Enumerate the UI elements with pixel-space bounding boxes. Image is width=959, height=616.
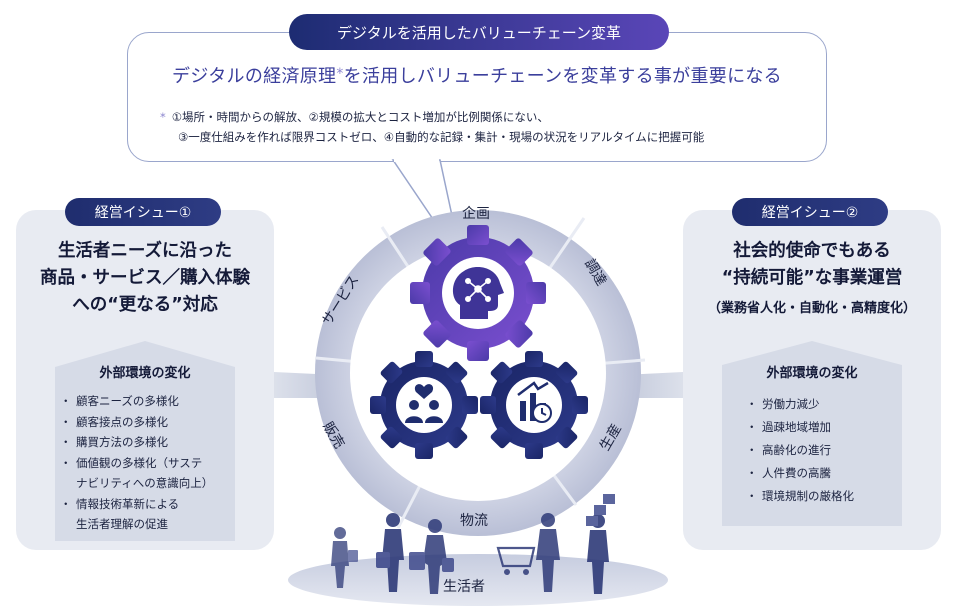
left-title-line: への“更なる”対応 [72,295,218,315]
right-title-line: 社会的使命でもある [733,241,891,261]
ring-label-logistics: 物流 [460,513,488,529]
right-issue-subtitle: （業務省人化・自動化・高精度化） [707,301,916,316]
callout-footnote: * ①場所・時間からの解放、②規模の拡大とコスト増加が比例関係にない、 ③一度仕組… [160,107,704,147]
right-title-line: “持続可能”な事業運営 [721,268,903,288]
left-issue-tab: 経営イシュー① [65,198,221,226]
list-item: 購買方法の多様化 [60,432,234,453]
headline-part-1: デジタルの経済原理 [172,66,337,87]
right-environment-list: 労働力減少 過疎地域増加 高齢化の進行 人件費の高騰 環境規制の厳格化 [746,393,900,508]
list-item: 労働力減少 [746,393,900,416]
gear-ai-icon [410,225,546,361]
list-item: 環境規制の厳格化 [746,485,900,508]
list-item: 顧客接点の多様化 [60,412,234,433]
footnote-text-1: ①場所・時間からの解放、②規模の拡大とコスト増加が比例関係にない、 [171,110,549,124]
right-issue-tab: 経営イシュー② [732,198,888,226]
value-chain-callout [127,32,827,162]
list-item: 過疎地域増加 [746,416,900,439]
list-item: 顧客ニーズの多様化 [60,391,234,412]
list-item: 情報技術革新による 生活者理解の促進 [60,494,234,535]
footnote-asterisk: * [160,110,166,124]
list-item: 人件費の高騰 [746,462,900,485]
left-environment-title: 外部環境の変化 [99,366,191,381]
footnote-line-1: * ①場所・時間からの解放、②規模の拡大とコスト増加が比例関係にない、 [160,107,704,127]
list-item: 価値観の多様化（サステ ナビリティへの意識向上） [60,453,234,494]
left-title-line: 生活者ニーズに沿った [57,241,233,261]
headline-part-2: を活用しバリューチェーンを変革する事が重要になる [343,66,782,87]
gear-people-icon [370,351,478,459]
callout-headline: デジタルの経済原理*を活用しバリューチェーンを変革する事が重要になる [127,62,827,88]
left-title-line: 商品・サービス／購入体験 [40,268,250,288]
callout-title: デジタルを活用したバリューチェーン変革 [289,14,669,50]
headline-asterisk: * [336,66,344,82]
right-environment-title: 外部環境の変化 [766,366,858,381]
ring-label-planning: 企画 [462,206,490,222]
consumer-figures [331,494,615,594]
gear-growth-icon [480,351,588,459]
left-issue-title: 生活者ニーズに沿った 商品・サービス／購入体験 への“更なる”対応 [16,238,274,319]
consumer-label: 生活者 [443,579,485,595]
right-issue-title: 社会的使命でもある “持続可能”な事業運営 [683,238,941,292]
left-environment-list: 顧客ニーズの多様化 顧客接点の多様化 購買方法の多様化 価値観の多様化（サステ … [60,391,234,535]
footnote-line-2: ③一度仕組みを作れば限界コストゼロ、④自動的な記録・集計・現場の状況をリアルタイ… [178,130,705,144]
list-item: 高齢化の進行 [746,439,900,462]
